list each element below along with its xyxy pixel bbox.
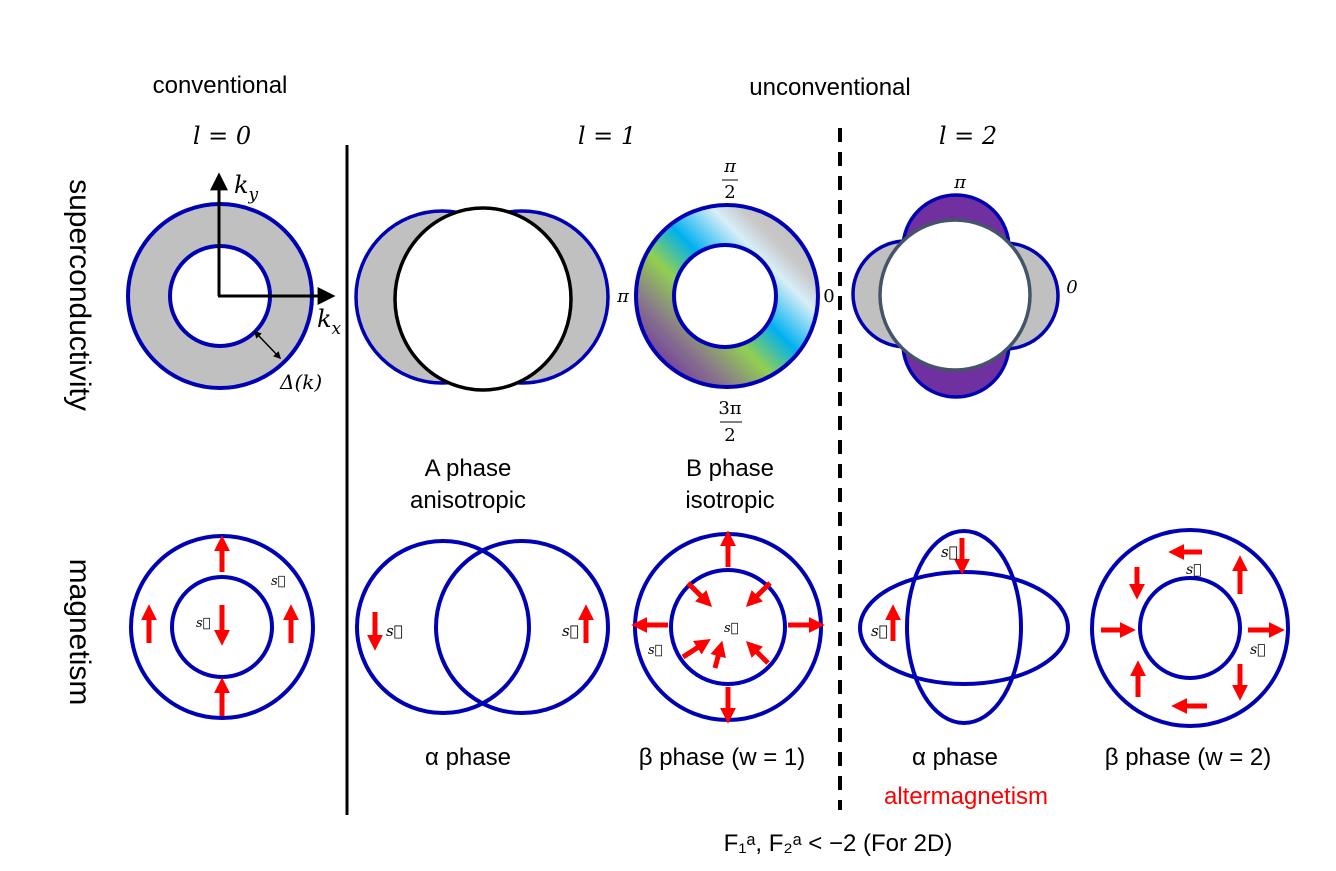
spin-label: s⃗ — [196, 616, 211, 631]
angle-three-pi-den: 2 — [724, 425, 735, 446]
angle-three-pi-num: 3π — [718, 398, 741, 419]
spin-label: s⃗ — [1250, 642, 1266, 658]
b-phase-label: B phase — [686, 455, 774, 482]
angle-pi-half-den: 2 — [724, 182, 735, 203]
sc-l0-gap-ring — [126, 172, 336, 390]
a-phase-label: A phase — [425, 455, 512, 482]
mag-beta1-fermi-surface — [631, 530, 825, 724]
spin-arrow-in — [710, 640, 726, 669]
mag-beta2-fermi-surface — [1090, 528, 1290, 728]
header-unconventional: unconventional — [749, 74, 910, 101]
altermagnetism-label: altermagnetism — [884, 783, 1048, 810]
landau-condition: F₁ᵃ, F₂ᵃ < −2 (For 2D) — [724, 830, 953, 857]
spin-arrow-in — [686, 581, 713, 608]
mag-alpha2-fermi-surface — [858, 529, 1070, 725]
order-l1: l = 1 — [578, 122, 636, 150]
kx-label: kx — [317, 305, 342, 339]
mag-l0-fermi-surface — [129, 534, 315, 720]
spin-arrow-in — [745, 640, 770, 665]
b-phase-desc: isotropic — [685, 487, 774, 514]
sc-l2-gap — [851, 193, 1060, 399]
spin-label: s⃗ — [871, 622, 888, 640]
angle-zero: 0 — [823, 286, 834, 307]
spin-arrow-in — [745, 581, 772, 608]
gap-label: Δ(k) — [279, 370, 322, 394]
spin-label: s⃗ — [386, 622, 403, 640]
gap-double-arrow — [253, 330, 282, 360]
beta2-label: β phase (w = 2) — [1105, 744, 1272, 771]
b-phase-angle-labels: π 2 π 0 3π 2 — [616, 156, 835, 446]
angle-pi-half-num: π — [723, 156, 737, 177]
alpha1-label: α phase — [425, 744, 511, 771]
spin-label: s⃗ — [1186, 562, 1202, 578]
spin-label: s⃗ — [941, 543, 958, 561]
row-label-superconductivity: superconductivity — [63, 179, 96, 411]
sc-b-phase-gap — [634, 203, 820, 389]
alpha2-label: α phase — [912, 744, 998, 771]
sc-a-phase-gap — [354, 206, 610, 392]
row-label-magnetism: magnetism — [63, 559, 96, 706]
header-conventional: conventional — [153, 72, 288, 99]
ky-label: ky — [234, 171, 259, 205]
order-l0: l = 0 — [193, 122, 251, 150]
spin-label: s⃗ — [562, 622, 579, 640]
spin-label: s⃗ — [724, 621, 739, 636]
l2-angle-pi: π — [953, 172, 967, 193]
mag-alpha1-fermi-surface — [355, 539, 610, 715]
spin-arrow-in — [681, 639, 711, 660]
angle-pi: π — [616, 286, 630, 307]
spin-label: s⃗ — [648, 643, 663, 658]
spin-label: s⃗ — [271, 574, 286, 589]
l2-angle-zero: 0 — [1066, 277, 1077, 298]
a-phase-desc: anisotropic — [410, 487, 526, 514]
order-l2: l = 2 — [939, 122, 997, 150]
beta1-label: β phase (w = 1) — [639, 744, 806, 771]
